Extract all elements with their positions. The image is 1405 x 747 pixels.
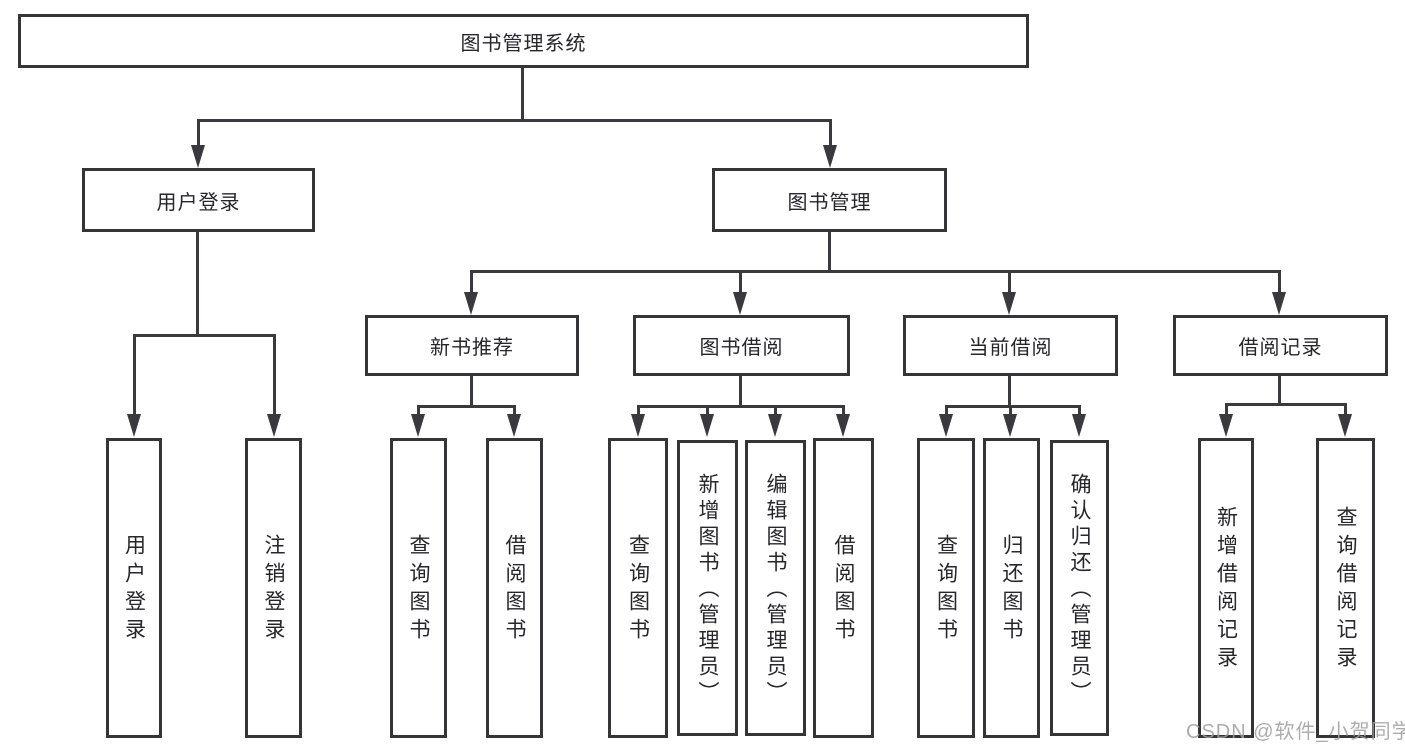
leaf-logout: 注销登录 xyxy=(245,438,302,738)
connector-line xyxy=(197,119,200,149)
node-label: 用户登录 xyxy=(122,534,146,646)
node-label: 借阅图书 xyxy=(503,534,526,646)
connector-line xyxy=(774,405,777,417)
connector-line xyxy=(1078,405,1081,417)
arrow-down-icon xyxy=(191,145,205,168)
leaf-confirm-return-admin: 确认归还（管理员） xyxy=(1050,440,1109,736)
node-label: 归还图书 xyxy=(1000,534,1023,646)
node-label: 注销登录 xyxy=(262,534,285,646)
arrow-down-icon xyxy=(939,414,953,437)
connector-line xyxy=(1008,376,1011,408)
leaf-add-borrow-record: 新增借阅记录 xyxy=(1198,438,1254,738)
arrow-down-icon xyxy=(507,414,521,437)
arrow-down-icon xyxy=(127,414,141,437)
node-label: 编辑图书（管理员） xyxy=(764,473,787,707)
node-label: 查询图书 xyxy=(626,534,650,646)
arrow-down-icon xyxy=(836,414,850,437)
node-label: 当前借阅 xyxy=(968,337,1053,359)
connector-line xyxy=(637,405,640,417)
connector-line xyxy=(470,270,1281,273)
node-label: 新增借阅记录 xyxy=(1214,506,1238,674)
leaf-query-books-recommend: 查询图书 xyxy=(390,438,447,738)
connector-line xyxy=(1225,403,1228,417)
leaf-add-books-admin: 新增图书（管理员） xyxy=(677,440,738,736)
connector-line xyxy=(197,119,832,122)
leaf-query-books-current: 查询图书 xyxy=(917,438,975,738)
connector-line xyxy=(1225,403,1346,406)
arrow-down-icon xyxy=(1003,414,1017,437)
leaf-edit-books-admin: 编辑图书（管理员） xyxy=(745,440,806,736)
node-library-management-system: 图书管理系统 xyxy=(18,14,1029,68)
connector-line xyxy=(1278,376,1281,406)
connector-line xyxy=(196,232,199,337)
node-label: 查询图书 xyxy=(407,534,430,646)
node-borrowing-records: 借阅记录 xyxy=(1173,315,1388,376)
node-new-book-recommend: 新书推荐 xyxy=(365,315,579,376)
node-label: 图书管理系统 xyxy=(460,32,587,55)
arrow-down-icon xyxy=(823,145,837,168)
node-label: 图书管理 xyxy=(787,191,872,214)
connector-line xyxy=(417,405,516,408)
node-user-login: 用户登录 xyxy=(82,168,315,232)
arrow-down-icon xyxy=(1002,292,1016,315)
node-current-borrowing: 当前借阅 xyxy=(903,315,1118,376)
node-book-management: 图书管理 xyxy=(712,168,947,232)
connector-line xyxy=(706,405,709,417)
connector-line xyxy=(513,405,516,417)
leaf-borrow-books: 借阅图书 xyxy=(813,438,874,738)
node-label: 查询图书 xyxy=(934,534,958,646)
connector-line xyxy=(945,405,1081,408)
connector-line xyxy=(828,232,831,273)
connector-line xyxy=(637,405,845,408)
connector-line xyxy=(945,405,948,417)
node-book-borrowing: 图书借阅 xyxy=(633,315,850,376)
arrow-down-icon xyxy=(1272,292,1286,315)
connector-line xyxy=(1344,403,1347,417)
node-label: 图书借阅 xyxy=(699,337,784,359)
arrow-down-icon xyxy=(1338,414,1352,437)
leaf-return-books: 归还图书 xyxy=(983,438,1040,738)
connector-line xyxy=(842,405,845,417)
node-label: 借阅图书 xyxy=(832,534,855,646)
connector-line xyxy=(521,68,524,122)
arrow-down-icon xyxy=(1219,414,1233,437)
connector-line xyxy=(1278,270,1281,294)
arrow-down-icon xyxy=(631,414,645,437)
arrow-down-icon xyxy=(700,414,714,437)
connector-line xyxy=(470,376,473,408)
arrow-down-icon xyxy=(267,414,281,437)
connector-line xyxy=(417,405,420,417)
leaf-query-borrow-record: 查询借阅记录 xyxy=(1316,438,1375,738)
connector-line xyxy=(470,270,473,294)
connector-line xyxy=(1009,405,1012,417)
csdn-watermark: CSDN @软件_小贺同学 xyxy=(1186,721,1405,743)
node-label: 查询借阅记录 xyxy=(1334,506,1357,674)
node-label: 新增图书（管理员） xyxy=(696,473,719,707)
arrow-down-icon xyxy=(768,414,782,437)
connector-line xyxy=(739,270,742,294)
arrow-down-icon xyxy=(1072,414,1086,437)
node-label: 新书推荐 xyxy=(430,337,514,359)
leaf-user-login: 用户登录 xyxy=(106,438,162,738)
arrow-down-icon xyxy=(733,292,747,315)
leaf-query-books-borrowing: 查询图书 xyxy=(608,438,668,738)
leaf-borrow-books-recommend: 借阅图书 xyxy=(486,438,543,738)
connector-line xyxy=(1008,270,1011,294)
arrow-down-icon xyxy=(411,414,425,437)
node-label: 确认归还（管理员） xyxy=(1068,473,1091,707)
connector-line xyxy=(133,334,276,337)
connector-line xyxy=(133,334,136,416)
connector-line xyxy=(739,376,742,408)
arrow-down-icon xyxy=(464,292,478,315)
connector-line xyxy=(273,334,276,416)
connector-line xyxy=(829,119,832,149)
node-label: 用户登录 xyxy=(156,191,241,214)
node-label: 借阅记录 xyxy=(1238,337,1323,359)
